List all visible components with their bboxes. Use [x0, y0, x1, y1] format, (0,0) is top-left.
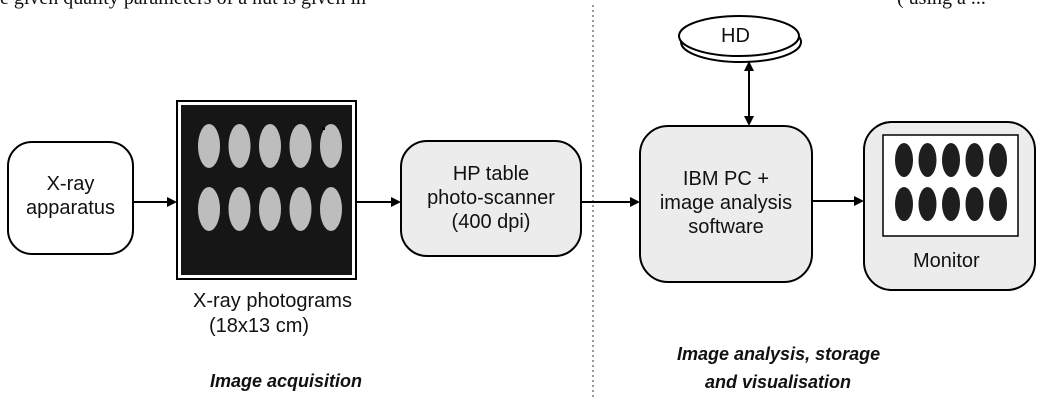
header-cut-text-left: e given quality parameters of a nut is g…	[0, 0, 366, 10]
hd-label: HD	[721, 25, 750, 47]
section-acquisition-title: Image acquisition	[210, 371, 363, 391]
nut-shape	[918, 143, 937, 177]
nut-shape	[259, 187, 281, 231]
nut-shape	[989, 187, 1007, 221]
scanner-label: HP table photo-scanner (400 dpi)	[401, 162, 581, 234]
xray-apparatus-line1: X-ray	[46, 173, 95, 195]
photograms-caption-line2: (18x13 cm)	[209, 315, 310, 337]
nut-shape	[198, 187, 220, 231]
nut-shape	[918, 187, 937, 221]
nut-shape	[965, 143, 984, 177]
nut-shape	[289, 124, 312, 168]
nut-shape	[965, 187, 984, 221]
scanner-line1: HP table	[452, 163, 530, 185]
photogram-nuts	[198, 124, 342, 231]
nut-shape	[320, 187, 342, 231]
xray-apparatus-label: X-ray apparatus	[8, 172, 133, 220]
photogram-small-mark	[322, 127, 325, 130]
xray-apparatus-line2: apparatus	[26, 197, 115, 219]
scanner-line3: (400 dpi)	[451, 211, 531, 233]
photograms-caption-line1: X-ray photograms	[193, 290, 352, 312]
xray-apparatus-box	[7, 141, 134, 255]
header-cut-text-right: ( using a ...	[897, 0, 986, 10]
pc-box	[639, 125, 813, 283]
pc-label: IBM PC + image analysis software	[640, 167, 812, 239]
photogram-frame	[176, 100, 357, 280]
nut-shape	[228, 124, 251, 168]
monitor-label: Monitor	[913, 250, 980, 272]
section-analysis-title-line2: and visualisation	[705, 372, 852, 392]
scanner-line2: photo-scanner	[427, 187, 555, 209]
nut-shape	[942, 187, 960, 221]
monitor-icon	[863, 121, 1036, 291]
pc-line3: software	[688, 216, 764, 238]
nut-shape	[289, 187, 312, 231]
scanner-box	[400, 140, 582, 257]
hd-disk-icon	[678, 15, 802, 63]
nut-shape	[942, 143, 960, 177]
nut-shape	[259, 124, 281, 168]
nut-shape	[895, 143, 913, 177]
nut-shape	[320, 124, 342, 168]
nut-shape	[989, 143, 1007, 177]
nut-shape	[895, 187, 913, 221]
nut-shape	[198, 124, 220, 168]
monitor-nuts	[895, 143, 1007, 221]
pc-line1: IBM PC +	[682, 168, 770, 190]
section-analysis-title-line1: Image analysis, storage	[677, 344, 881, 364]
pc-line2: image analysis	[659, 192, 793, 214]
nut-shape	[228, 187, 251, 231]
